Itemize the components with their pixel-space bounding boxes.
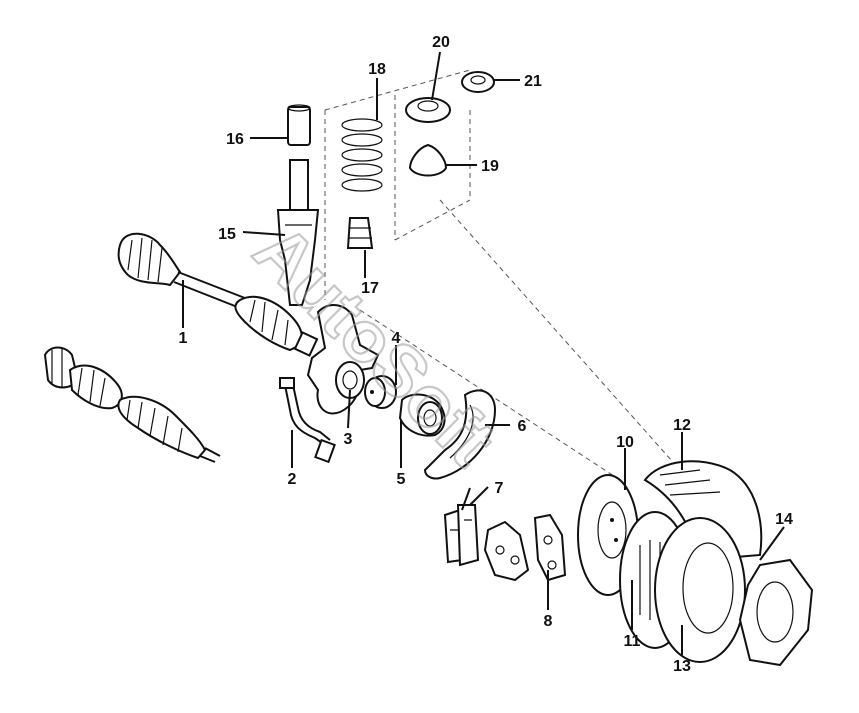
coil-spring [341, 118, 383, 192]
caliper-bracket-a [483, 520, 530, 582]
drive-shaft [117, 232, 319, 357]
wheel-cap [738, 558, 814, 667]
callout-20: 20 [432, 34, 450, 51]
callout-4: 4 [392, 330, 401, 347]
brake-pads [443, 504, 480, 567]
tire [643, 460, 763, 562]
outer-drive-shaft [43, 346, 221, 463]
callout-3: 3 [344, 431, 353, 448]
wheel-hub [398, 393, 446, 437]
top-mount [405, 97, 451, 123]
alignment-guides [324, 69, 681, 481]
shock-bushing [287, 104, 311, 146]
callout-18: 18 [368, 61, 386, 78]
callout-12: 12 [673, 417, 691, 434]
callout-16: 16 [226, 131, 244, 148]
wheel-rim [654, 517, 746, 663]
bump-stop [346, 217, 374, 249]
callout-2: 2 [288, 471, 297, 488]
callout-13: 13 [673, 658, 691, 675]
callout-19: 19 [481, 158, 499, 175]
callout-17: 17 [361, 280, 379, 297]
callout-1: 1 [179, 330, 188, 347]
wheel-bearing [364, 375, 397, 409]
callout-6: 6 [518, 418, 527, 435]
leader-lines [182, 51, 785, 655]
caliper-bracket-b [533, 513, 567, 582]
steering-knuckle [306, 304, 380, 415]
callout-11: 11 [624, 633, 641, 650]
callout-21: 21 [524, 73, 542, 90]
callout-15: 15 [218, 226, 236, 243]
top-cap [461, 71, 495, 93]
callout-10: 10 [616, 434, 634, 451]
spring-seat [408, 143, 448, 177]
callout-7: 7 [495, 480, 504, 497]
brake-hose [279, 377, 336, 464]
callout-5: 5 [397, 471, 406, 488]
callout-8: 8 [544, 613, 553, 630]
callout-labels: 1 2 3 4 5 6 7 8 10 11 12 13 14 15 16 17 … [179, 34, 793, 675]
shock-absorber [276, 159, 320, 306]
dust-shield [423, 389, 497, 480]
callout-14: 14 [775, 511, 793, 528]
